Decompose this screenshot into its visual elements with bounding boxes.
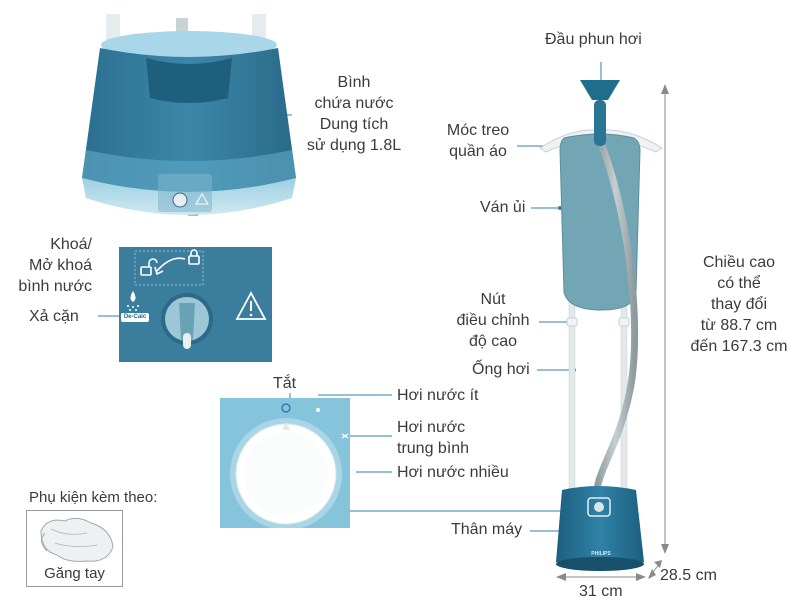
garment-steamer-image [539, 80, 663, 571]
unlock-icon [140, 258, 158, 276]
tank-label: Bình chứa nước Dung tích sử dụng 1.8L [296, 72, 412, 156]
glove-label: Găng tay [44, 565, 105, 582]
lock-label-line: Khoá/ [50, 236, 92, 253]
tank-label-line: Dung tích [319, 116, 389, 133]
glove-box: Găng tay [26, 510, 123, 587]
tank-label-line: sử dụng 1.8L [306, 137, 402, 154]
arrow-icon [156, 257, 186, 272]
medium-steam-label-line: Hơi nước [397, 419, 466, 436]
accessory-title: Phụ kiện kèm theo: [29, 489, 158, 506]
lock-label-line: Mở khoá [29, 257, 92, 274]
height-label: Chiều cao có thể thay đổi từ 88.7 cm đến… [680, 252, 798, 357]
height-label-line: từ 88.7 cm [700, 317, 778, 334]
height-label-line: Chiều cao [702, 254, 776, 271]
decalc-label: Xả cặn [29, 308, 79, 325]
hanger-label: Móc treo quần áo [440, 120, 516, 162]
height-label-line: đến 167.3 cm [690, 338, 788, 355]
height-knob-label-line: điều chỉnh [456, 312, 530, 329]
tank-label-line: chứa nước [314, 95, 394, 112]
height-label-line: có thể [717, 275, 761, 292]
glove-image [40, 517, 114, 562]
height-knob-label-line: Nút [480, 291, 506, 308]
tank-label-line: Bình [337, 74, 371, 91]
height-label-line: thay đổi [710, 296, 768, 313]
lock-panel-art [119, 247, 272, 362]
water-tank-image [82, 14, 296, 215]
low-steam-icon [316, 408, 320, 412]
warning-icon [235, 291, 267, 320]
high-steam-label: Hơi nước nhiều [397, 464, 509, 481]
brand-label: PHILIPS [591, 551, 611, 557]
decalc-badge: De-Calc [123, 314, 147, 320]
width-label: 31 cm [579, 583, 623, 600]
hanger-label-line: quần áo [449, 143, 507, 160]
depth-label: 28.5 cm [660, 567, 717, 584]
hanger-label-line: Móc treo [446, 122, 510, 139]
lock-label-line: bình nước [18, 278, 92, 295]
steam-dial-panel [220, 398, 350, 528]
body-label: Thân máy [451, 521, 523, 538]
lock-icon [188, 249, 200, 265]
nozzle-label: Đầu phun hơi [545, 31, 642, 48]
off-label: Tắt [273, 375, 297, 392]
height-knob-label: Nút điều chỉnh độ cao [448, 289, 538, 352]
medium-steam-icon [341, 433, 349, 439]
low-steam-label: Hơi nước ít [397, 387, 479, 404]
lock-label: Khoá/ Mở khoá bình nước [6, 234, 92, 297]
water-drop-icon [130, 291, 136, 302]
medium-steam-label-line: trung bình [397, 440, 470, 457]
lock-zoom-panel: De-Calc [119, 247, 272, 362]
board-label: Ván ủi [480, 199, 526, 216]
medium-steam-label: Hơi nước trung bình [397, 417, 469, 459]
steam-dial-art [220, 398, 350, 528]
hose-label: Ống hơi [472, 361, 530, 378]
off-icon [281, 403, 291, 413]
height-knob-label-line: độ cao [468, 333, 518, 350]
